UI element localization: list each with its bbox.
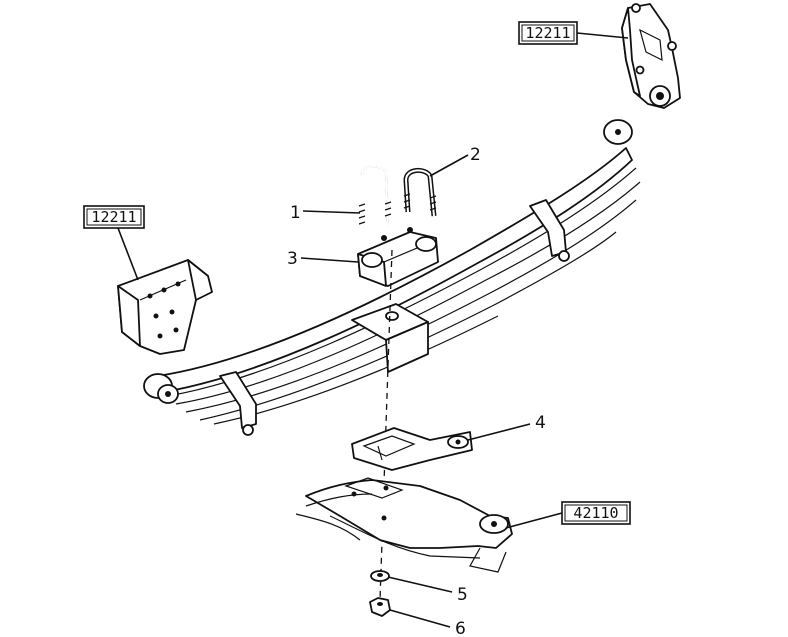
ref-box-axle-housing: 42110 (505, 501, 631, 529)
spacer-block (357, 227, 439, 287)
center-bolt-axis (379, 249, 393, 601)
axle-housing (295, 477, 513, 573)
nut (369, 597, 391, 617)
washer (370, 570, 390, 582)
callout-6: 6 (455, 619, 466, 637)
ref-box-bracket-left: 12211 (83, 205, 145, 281)
callout-3: 3 (287, 249, 298, 269)
ref-label-42110: 42110 (573, 504, 618, 522)
leader-lines (300, 154, 531, 628)
leaf-spring (143, 119, 641, 436)
hanger-bracket-front (117, 259, 213, 355)
callout-1: 1 (290, 203, 301, 223)
u-bolt-1 (358, 165, 392, 232)
ref-label-12211-top: 12211 (525, 24, 570, 42)
ref-label-12211-left: 12211 (91, 208, 136, 226)
callout-2: 2 (470, 145, 481, 165)
callout-4: 4 (535, 413, 546, 433)
u-bolt-2 (403, 168, 437, 217)
hanger-bracket-rear (621, 3, 681, 109)
ref-box-bracket-top-right: 12211 (518, 21, 629, 45)
spring-seat-plate (351, 427, 473, 471)
callout-5: 5 (457, 585, 468, 605)
